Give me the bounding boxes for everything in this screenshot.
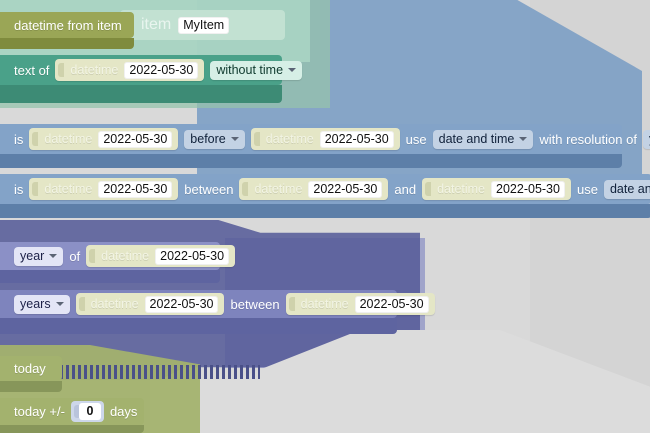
unit-dropdown-label: years [20,296,51,311]
puzzle-socket-icon [32,132,39,146]
datetime-value-field[interactable]: 2022-05-30 [155,247,230,265]
resolution-label: with resolution of [539,131,637,147]
without-time-dropdown[interactable]: without time [210,60,303,80]
item-name-field[interactable]: MyItem [178,16,230,34]
use-mode-label: date and time [438,131,515,146]
today-label: today [14,361,46,376]
datetime-value-field[interactable]: 2022-05-30 [124,61,199,79]
unit-dropdown-label: year [20,248,45,263]
torn-edge-decoration [0,365,260,379]
without-time-dropdown-label: without time [216,62,284,77]
datetime-label: datetime [70,63,119,77]
datetime-from-item-label: datetime from item [14,17,122,33]
use-mode-label: date and time [609,181,650,196]
days-value-field[interactable]: 0 [78,403,101,420]
block-today[interactable]: today [0,356,62,381]
block-today-plusminus-shadow [0,425,144,433]
puzzle-socket-icon [32,182,39,196]
inner-block-datetime-second[interactable]: datetime 2022-05-30 [285,293,435,315]
inner-block-datetime-first[interactable]: datetime 2022-05-30 [75,293,225,315]
today-plusminus-label: today +/- [14,404,65,419]
use-mode-dropdown[interactable]: date and time [603,179,650,199]
block-year-of-datetime[interactable]: year of datetime 2022-05-30 [0,242,236,270]
datetime-value-field[interactable]: 2022-05-30 [98,180,173,198]
block-item-myitem[interactable]: item MyItem [120,10,285,40]
days-label: days [109,404,138,419]
resolution-label-value: years [649,131,650,148]
between-label: between [230,296,280,312]
datetime-value-field[interactable]: 2022-05-30 [354,295,429,313]
block-today-shadow [0,381,62,392]
block-text-of-datetime[interactable]: text of datetime 2022-05-30 without time [0,55,303,85]
resolution-dropdown[interactable]: years [642,129,650,149]
chevron-down-icon [519,137,528,141]
datetime-label: datetime [44,132,93,146]
datetime-label: datetime [254,182,303,196]
datetime-label: datetime [44,182,93,196]
block-is-before-shadow [0,154,622,168]
inner-block-datetime-third[interactable]: datetime 2022-05-30 [422,178,571,200]
block-datetime-from-item[interactable]: datetime from item [0,12,134,38]
puzzle-socket-icon [58,63,65,77]
inner-block-datetime[interactable]: datetime 2022-05-30 [86,245,236,267]
comparison-operator-dropdown[interactable]: before [184,129,245,149]
block-is-between-shadow [0,204,650,218]
unit-dropdown[interactable]: years [14,294,70,314]
block-text-of-shadow [0,85,282,103]
chevron-down-icon [288,68,297,72]
item-socket-label: item [141,16,172,33]
block-is-datetime-between[interactable]: is datetime 2022-05-30 between datetime … [0,174,650,204]
between-label: between [184,181,234,197]
datetime-value-field[interactable]: 2022-05-30 [308,180,383,198]
block-today-plus-minus-days[interactable]: today +/- 0 days [0,398,144,425]
datetime-value-field[interactable]: 2022-05-30 [144,295,219,313]
inner-block-datetime-second[interactable]: datetime 2022-05-30 [239,178,389,200]
datetime-label: datetime [300,297,349,311]
puzzle-socket-icon [73,405,79,418]
inner-block-datetime-second[interactable]: datetime 2022-05-30 [250,128,400,150]
block-years-between-shadow [0,318,397,334]
puzzle-socket-icon [425,182,432,196]
puzzle-socket-icon [242,182,249,196]
inner-block-datetime[interactable]: datetime 2022-05-30 [55,59,205,81]
block-is-datetime-before[interactable]: is datetime 2022-05-30 before datetime 2… [0,124,650,154]
datetime-value-field[interactable]: 2022-05-30 [491,180,565,198]
inner-block-datetime-first[interactable]: datetime 2022-05-30 [29,178,179,200]
days-number-socket[interactable]: 0 [70,401,104,422]
block-datetime-from-item-shadow [0,38,134,49]
puzzle-socket-icon [288,297,295,311]
use-label: use [576,181,598,197]
block-year-of-shadow [0,270,220,283]
datetime-value-field[interactable]: 2022-05-30 [319,130,394,148]
datetime-label: datetime [101,249,150,263]
puzzle-socket-icon [78,297,85,311]
chevron-down-icon [55,302,64,306]
puzzle-socket-icon [89,249,96,263]
datetime-label: datetime [437,182,486,196]
is-label: is [14,131,24,147]
chevron-down-icon [49,254,58,258]
text-of-label: text of [14,62,50,78]
datetime-value-field[interactable]: 2022-05-30 [98,130,173,148]
inner-block-datetime-first[interactable]: datetime 2022-05-30 [29,128,179,150]
use-mode-dropdown[interactable]: date and time [432,129,534,149]
datetime-label: datetime [90,297,139,311]
chevron-down-icon [230,137,239,141]
use-label: use [405,131,427,147]
block-years-between-datetimes[interactable]: years datetime 2022-05-30 between dateti… [0,290,435,318]
puzzle-socket-icon [253,132,260,146]
and-label: and [394,181,417,197]
datetime-label: datetime [265,132,314,146]
comparison-operator-label: before [190,131,226,146]
unit-dropdown[interactable]: year [14,246,64,266]
of-label: of [69,248,81,264]
is-label: is [14,181,24,197]
